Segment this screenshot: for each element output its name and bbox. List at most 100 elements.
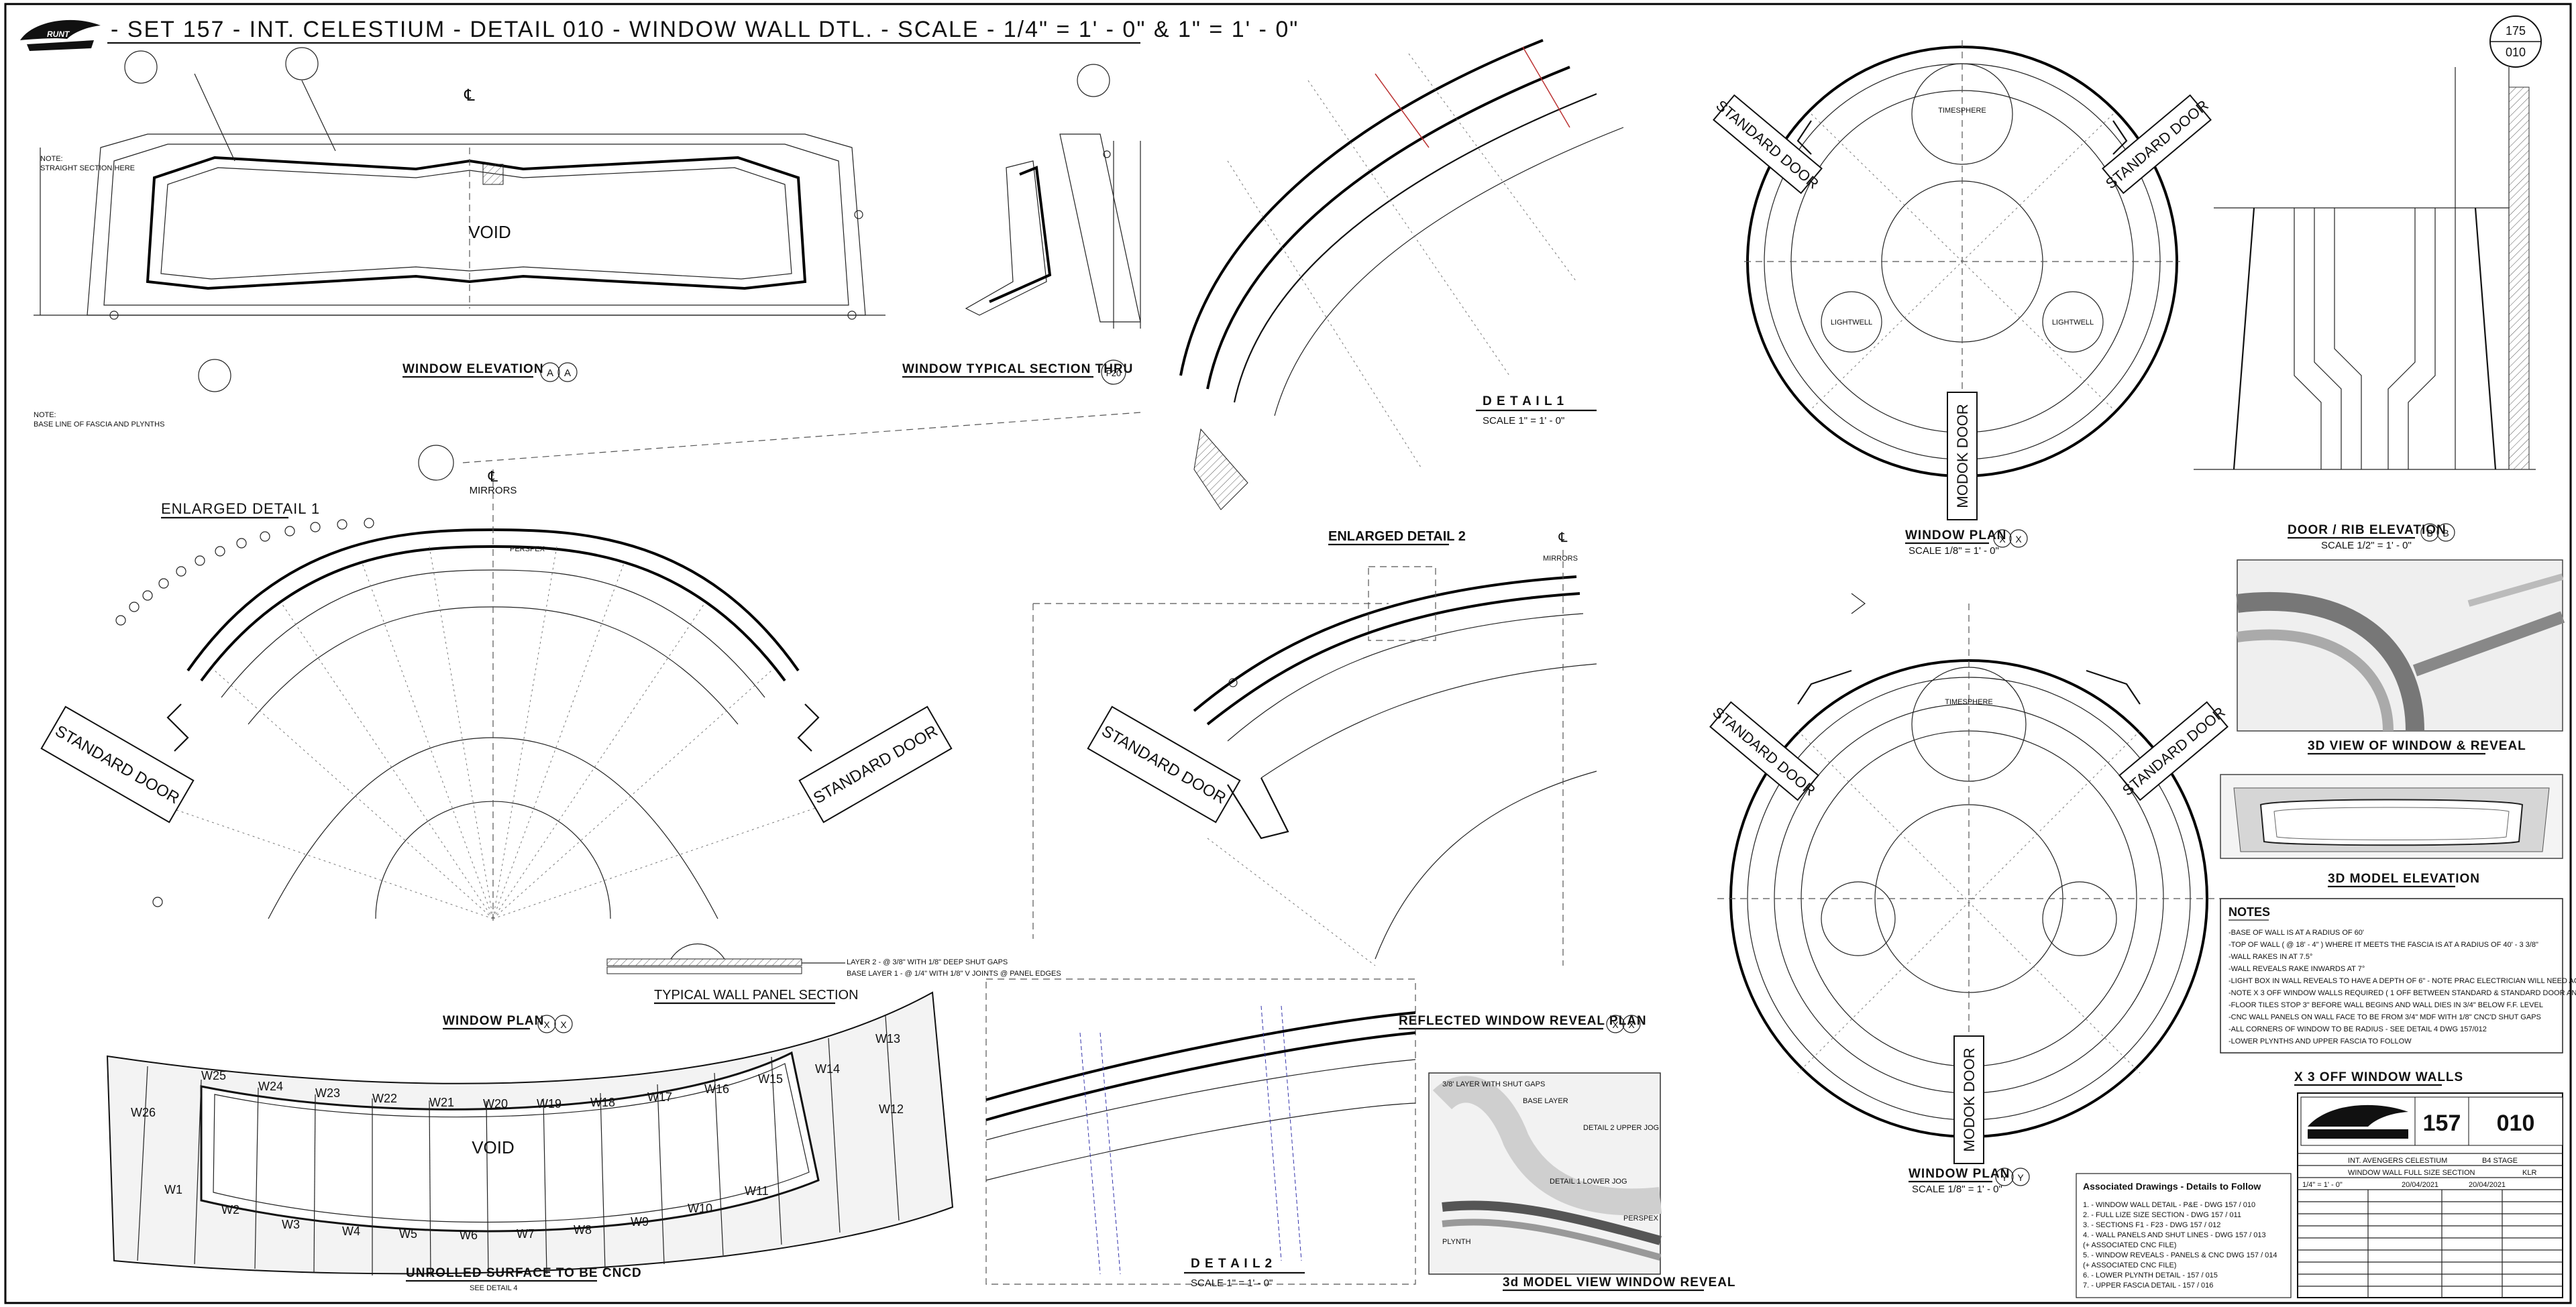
panel-label: W10 <box>688 1202 712 1215</box>
svg-text:BASE LINE OF FASCIA AND PLYNTH: BASE LINE OF FASCIA AND PLYNTHS <box>34 420 164 429</box>
note-line: -CNC WALL PANELS ON WALL FACE TO BE FROM… <box>2229 1013 2541 1021</box>
svg-text:A: A <box>564 367 571 379</box>
note-line: -NOTE X 3 OFF WINDOW WALLS REQUIRED ( 1 … <box>2229 989 2576 997</box>
window-plan-yy-tag: Y Y <box>1995 1168 2030 1186</box>
tb-set-name: INT. AVENGERS CELESTIUM <box>2348 1157 2447 1165</box>
svg-text:MIRRORS: MIRRORS <box>1543 555 1578 563</box>
panel-label: W5 <box>399 1227 417 1241</box>
assoc-item: (+ ASSOCIATED CNC FILE) <box>2083 1261 2176 1269</box>
assoc-item: 3. - SECTIONS F1 - F23 - DWG 157 / 012 <box>2083 1221 2220 1229</box>
panel-label: W18 <box>590 1096 615 1109</box>
door-label-right: STANDARD DOOR <box>2102 97 2212 192</box>
panel-label: W8 <box>574 1223 592 1237</box>
tb-scale: 1/4" = 1' - 0" <box>2302 1181 2343 1189</box>
svg-text:BASE LAYER: BASE LAYER <box>1523 1097 1568 1105</box>
tb-drawing-title: WINDOW WALL FULL SIZE SECTION <box>2348 1169 2475 1177</box>
door-label-left: STANDARD DOOR <box>1709 703 1819 799</box>
svg-text:X: X <box>2015 534 2022 545</box>
note-line: -FLOOR TILES STOP 3" BEFORE WALL BEGINS … <box>2229 1001 2543 1009</box>
svg-text:B: B <box>2443 528 2449 538</box>
unrolled-title: UNROLLED SURFACE TO BE CNCD <box>406 1266 642 1280</box>
svg-text:LIGHTWELL: LIGHTWELL <box>1831 319 1872 327</box>
svg-text:TIMESPHERE: TIMESPHERE <box>1945 698 1993 706</box>
detail-2-scale: SCALE 1" = 1' - 0" <box>1191 1277 1273 1289</box>
panel-label: W23 <box>315 1086 340 1100</box>
note-line: -WALL RAKES IN AT 7.5° <box>2229 953 2312 961</box>
associated-drawings: Associated Drawings - Details to Follow … <box>2076 1173 2292 1298</box>
window-plan-xx-tag: X X <box>1993 529 2028 548</box>
svg-text:PERSPEX: PERSPEX <box>1623 1214 1659 1223</box>
assoc-item: 2. - FULL LIZE SIZE SECTION - DWG 157 / … <box>2083 1211 2241 1219</box>
door-rib-scale: SCALE 1/2" = 1' - 0" <box>2321 540 2412 551</box>
detail-1-view <box>1179 39 1624 510</box>
detail-2-title: D E T A I L 2 <box>1191 1257 1273 1271</box>
panel-label: W13 <box>875 1032 900 1045</box>
tb-initials: KLR <box>2522 1169 2536 1177</box>
svg-text:A: A <box>547 367 553 379</box>
detail-1-scale: SCALE 1" = 1' - 0" <box>1483 415 1564 427</box>
notes-heading: NOTES <box>2229 905 2270 919</box>
svg-text:X: X <box>1612 1019 1619 1030</box>
wall-panel-section-title: TYPICAL WALL PANEL SECTION <box>654 988 859 1003</box>
wall-panel-section-view: LAYER 2 - @ 3/8" WITH 1/8" DEEP SHUT GAP… <box>606 944 1061 978</box>
panel-label: W3 <box>282 1218 300 1231</box>
svg-text:X: X <box>1999 534 2006 545</box>
svg-text:F20: F20 <box>1106 368 1121 378</box>
note-line: -WALL REVEALS RAKE INWARDS AT 7° <box>2229 965 2365 973</box>
svg-text:℄: ℄ <box>1558 530 1568 545</box>
window-plan-yy-scale: SCALE 1/8" = 1' - 0" <box>1912 1184 2002 1195</box>
window-plan-main-tag: X X <box>537 1015 573 1033</box>
window-plan-xx-scale: SCALE 1/8" = 1' - 0" <box>1909 545 1999 557</box>
panel-label: W16 <box>704 1082 729 1096</box>
door-rib-tag: B B <box>2420 523 2455 542</box>
window-elevation-view: ℄ VOID NOTE: STRAIGHT SECTION HERE <box>34 47 885 392</box>
assoc-item: 7. - UPPER FASCIA DETAIL - 157 / 016 <box>2083 1282 2213 1290</box>
model-view-reveal-title: 3d MODEL VIEW WINDOW REVEAL <box>1503 1275 1736 1290</box>
assoc-item: 1. - WINDOW WALL DETAIL - P&E - DWG 157 … <box>2083 1201 2255 1209</box>
panel-label: W21 <box>429 1096 454 1109</box>
svg-text:DETAIL 2 UPPER JOG: DETAIL 2 UPPER JOG <box>1583 1124 1659 1132</box>
modok-door-label: MODOK DOOR <box>1954 404 1971 508</box>
model-view-reveal-image: 3/8' LAYER WITH SHUT GAPS BASE LAYER DET… <box>1428 1072 1662 1275</box>
sheet-title: - SET 157 - INT. CELESTIUM - DETAIL 010 … <box>111 17 1299 42</box>
svg-text:RUNT: RUNT <box>47 30 70 39</box>
tb-date-drawn: 20/04/2021 <box>2402 1181 2438 1189</box>
note-line: -BASE OF WALL IS AT A RADIUS OF 60' <box>2229 929 2364 937</box>
enlarged-detail-1-title: ENLARGED DETAIL 1 <box>161 500 320 517</box>
svg-text:3/8' LAYER WITH SHUT GAPS: 3/8' LAYER WITH SHUT GAPS <box>1442 1080 1545 1088</box>
tb-stage: B4 STAGE <box>2482 1157 2518 1165</box>
reflected-plan-title: REFLECTED WINDOW REVEAL PLAN <box>1399 1014 1647 1028</box>
door-rib-elevation-view <box>2194 67 2536 470</box>
note-line: -TOP OF WALL ( @ 18' - 4" ) WHERE IT MEE… <box>2229 941 2538 949</box>
window-section-title: WINDOW TYPICAL SECTION THRU <box>902 362 1133 376</box>
assoc-heading: Associated Drawings - Details to Follow <box>2083 1181 2261 1192</box>
panel-label: W7 <box>517 1227 535 1241</box>
panel-label: W26 <box>131 1106 156 1119</box>
studio-logo: RUNT <box>20 19 101 51</box>
note-line: -ALL CORNERS OF WINDOW TO BE RADIUS - SE… <box>2229 1025 2487 1033</box>
perspex-label: PERSPEX <box>510 545 545 553</box>
panel-label: W6 <box>460 1229 478 1242</box>
assoc-item: 6. - LOWER PLYNTH DETAIL - 157 / 015 <box>2083 1271 2218 1280</box>
door-rib-title: DOOR / RIB ELEVATION <box>2288 523 2447 537</box>
panel-label: W1 <box>164 1183 182 1196</box>
door-label-right: STANDARD DOOR <box>2119 703 2229 799</box>
panel-label: W22 <box>372 1092 397 1105</box>
svg-text:NOTE:: NOTE: <box>34 411 56 419</box>
svg-text:TIMESPHERE: TIMESPHERE <box>1938 107 1986 115</box>
svg-text:℄: ℄ <box>488 468 498 485</box>
svg-text:PLYNTH: PLYNTH <box>1442 1238 1471 1246</box>
assoc-item: 4. - WALL PANELS AND SHUT LINES - DWG 15… <box>2083 1231 2266 1239</box>
unrolled-surface-view: VOID <box>106 991 954 1277</box>
view-3d-window-image <box>2236 559 2565 732</box>
note-line: -LOWER PLYNTHS AND UPPER FASCIA TO FOLLO… <box>2229 1037 2412 1045</box>
model-elevation-3d-title: 3D MODEL ELEVATION <box>2328 872 2480 886</box>
sheet-ref-bubble: 175 010 <box>2489 15 2542 68</box>
svg-text:BASE LAYER 1 - @ 1/4" WITH 1/8: BASE LAYER 1 - @ 1/4" WITH 1/8" V JOINTS… <box>847 970 1061 978</box>
panel-label: W25 <box>201 1069 226 1082</box>
elev-void-label: VOID <box>468 222 511 242</box>
view-3d-window-title: 3D VIEW OF WINDOW & REVEAL <box>2308 739 2526 753</box>
panel-label: W14 <box>815 1062 840 1076</box>
